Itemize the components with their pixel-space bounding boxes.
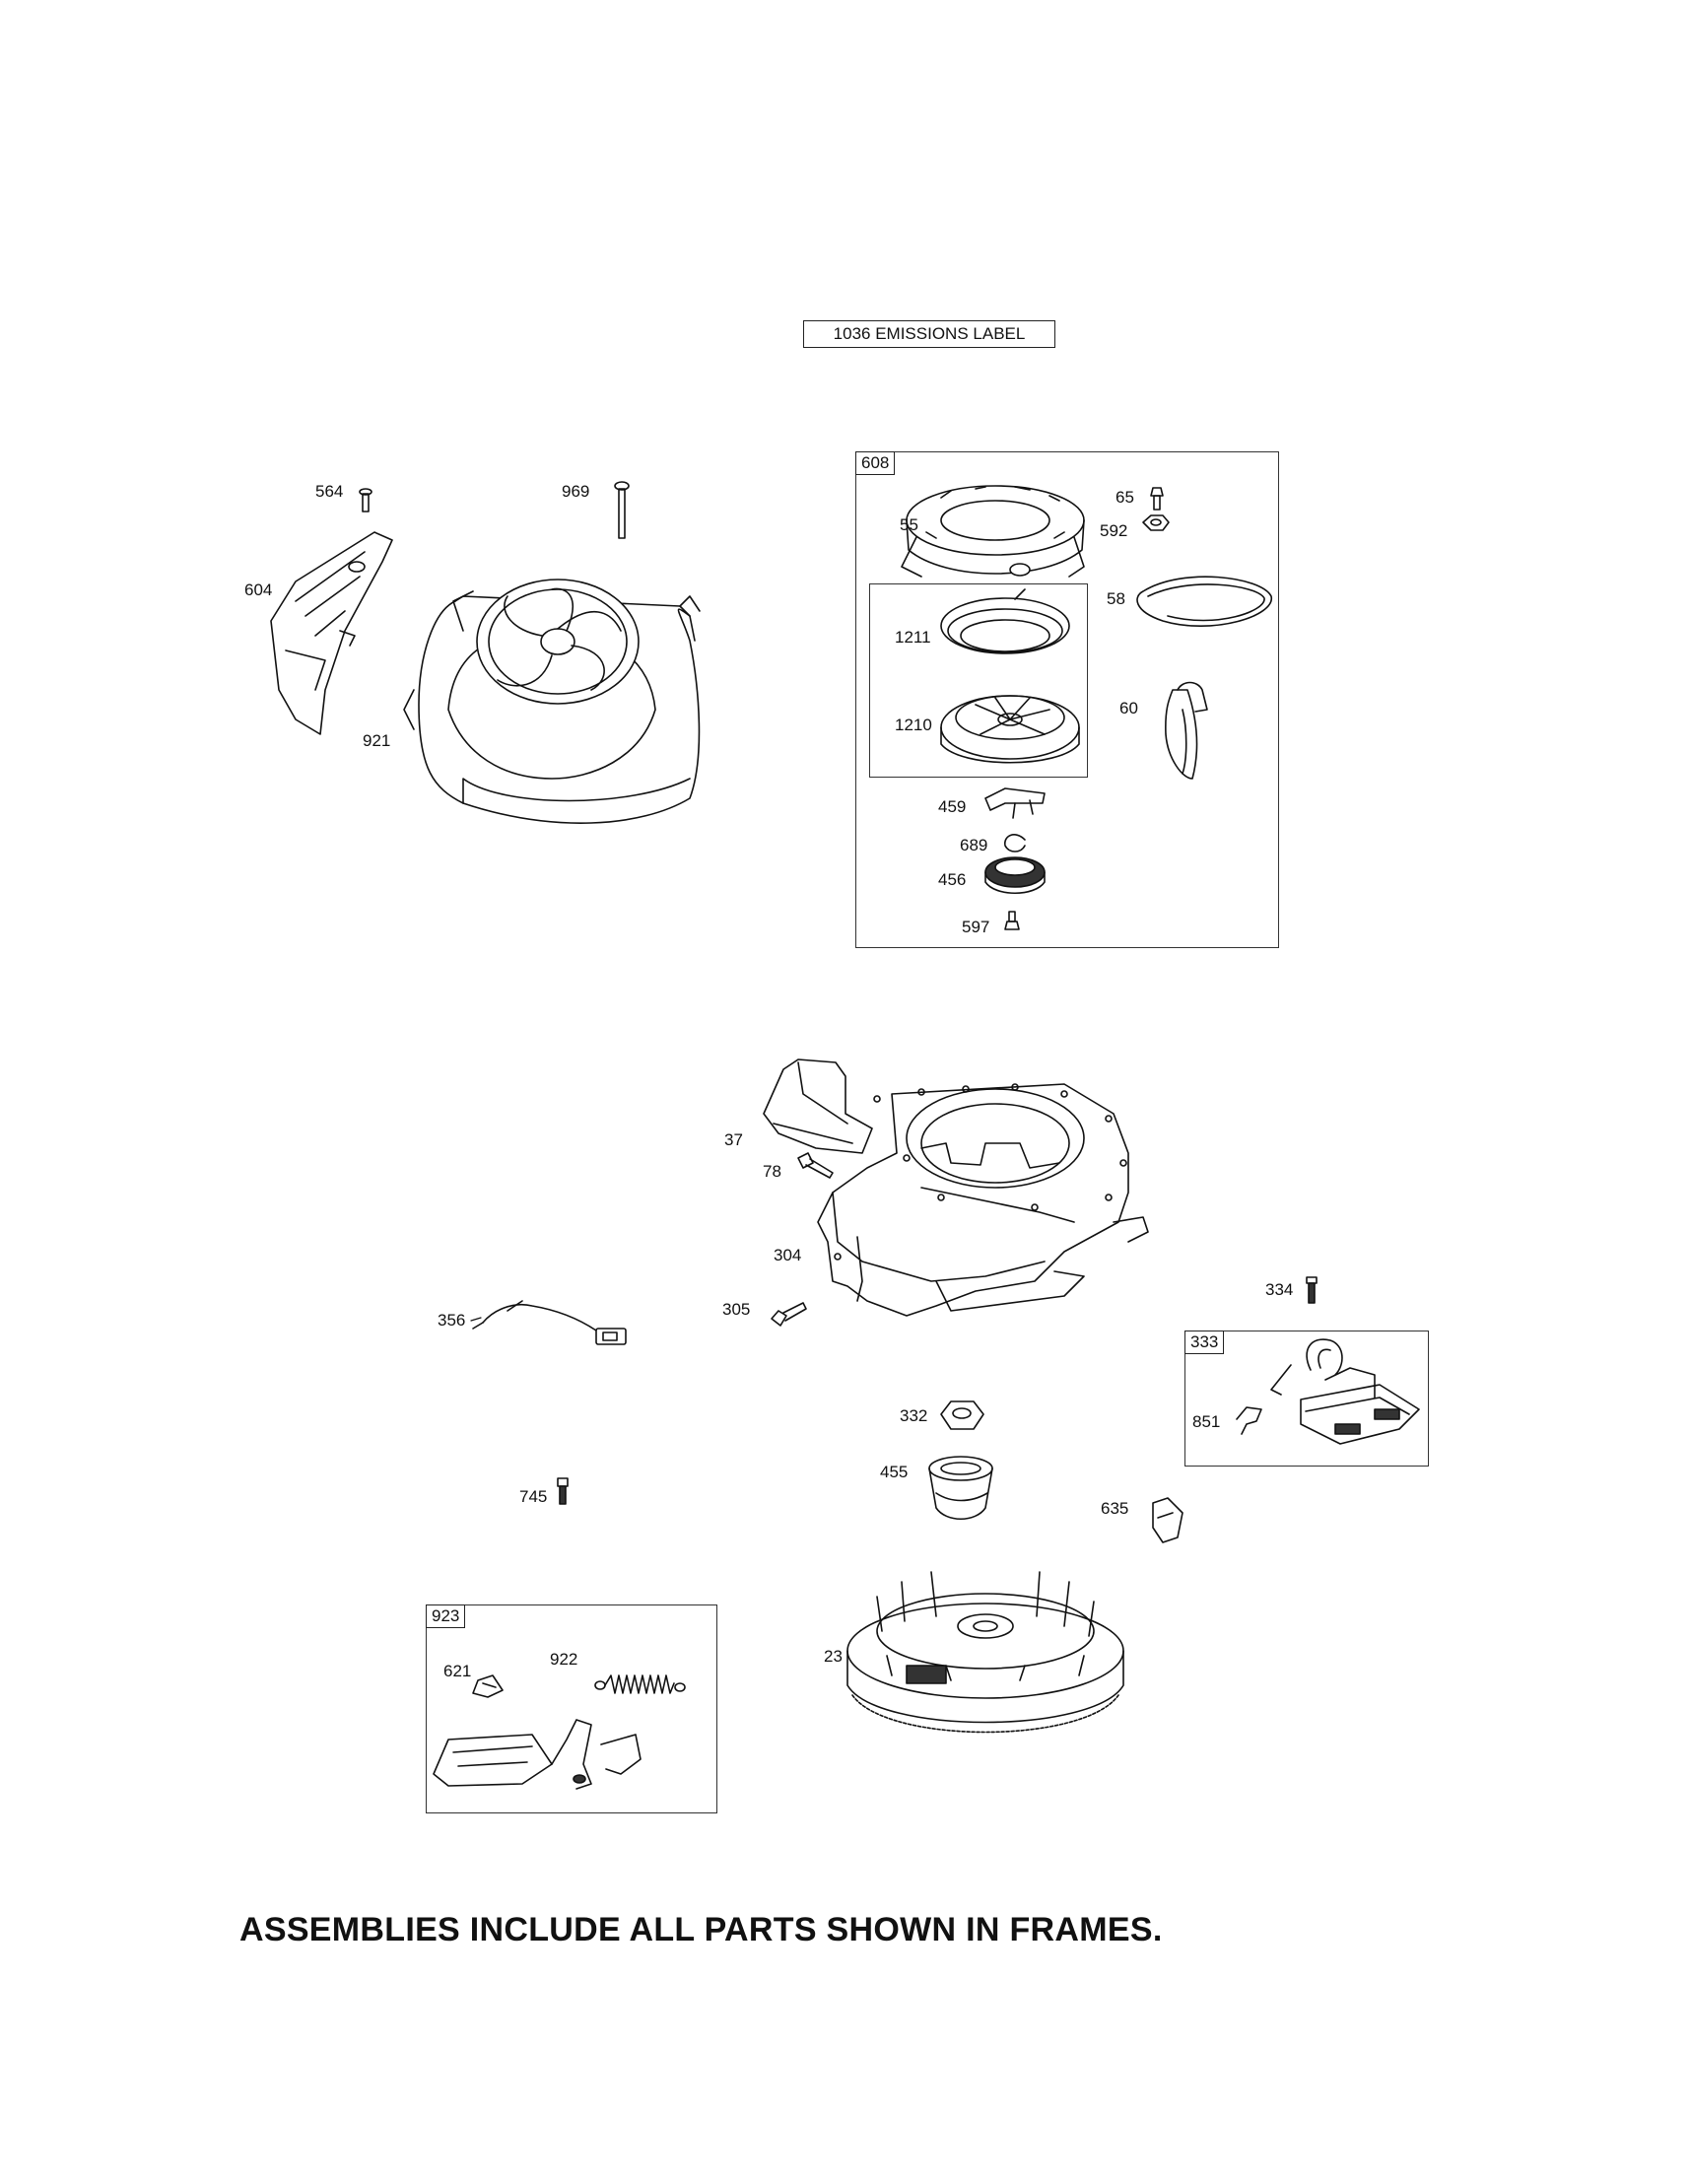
starter-assembly-frame: [855, 451, 1279, 948]
governor-linkage-drawing: [433, 1719, 642, 1790]
part-label-621: 621: [443, 1662, 472, 1680]
starter-assembly-frame-label: 608: [855, 451, 896, 475]
governor-spring-922-drawing: [594, 1674, 686, 1694]
governor-assembly-frame: [426, 1604, 717, 1813]
air-guide-604-drawing: [270, 531, 393, 735]
part-label-78: 78: [763, 1162, 781, 1181]
part-label-23: 23: [824, 1647, 843, 1666]
screw-564-drawing: [359, 488, 372, 512]
starter-rope-58-drawing: [1136, 576, 1272, 628]
spark-plug-boot-635-drawing: [1152, 1497, 1183, 1543]
pulley-1210-drawing: [940, 695, 1080, 764]
part-label-592: 592: [1100, 521, 1128, 540]
screw-969-drawing: [614, 481, 630, 539]
part-label-332: 332: [900, 1406, 928, 1425]
part-label-459: 459: [938, 797, 967, 816]
starter-handle-60-drawing: [1165, 681, 1208, 780]
rewind-spring-1211-drawing: [940, 588, 1070, 654]
part-label-745: 745: [519, 1487, 548, 1506]
screw-305-drawing: [771, 1302, 807, 1327]
flywheel-23-drawing: [846, 1571, 1124, 1734]
part-label-604: 604: [244, 580, 273, 599]
part-label-1210: 1210: [895, 716, 932, 734]
clip-851-drawing: [1236, 1406, 1262, 1435]
retainer-456-drawing: [984, 856, 1046, 894]
part-label-851: 851: [1192, 1412, 1221, 1431]
starter-cup-455-drawing: [928, 1456, 993, 1520]
screw-78-drawing: [797, 1152, 834, 1179]
part-label-597: 597: [962, 918, 990, 936]
part-label-455: 455: [880, 1463, 909, 1481]
armature-333-drawing: [1270, 1338, 1420, 1445]
screw-597-drawing: [1004, 911, 1020, 930]
part-label-456: 456: [938, 870, 967, 889]
blower-housing-304-drawing: [817, 1083, 1149, 1317]
part-label-65: 65: [1115, 488, 1134, 507]
part-label-37: 37: [724, 1130, 743, 1149]
starter-inner-frame: [869, 583, 1088, 778]
leader-lines: [470, 1317, 482, 1322]
part-label-58: 58: [1107, 589, 1125, 608]
link-621-drawing: [472, 1674, 504, 1698]
screw-334-drawing: [1306, 1276, 1318, 1304]
governor-assembly-frame-label: 923: [426, 1604, 466, 1628]
part-label-635: 635: [1101, 1499, 1129, 1518]
part-label-689: 689: [960, 836, 988, 854]
screw-745-drawing: [557, 1477, 569, 1505]
part-label-55: 55: [900, 515, 918, 534]
retainer-ring-689-drawing: [1004, 834, 1026, 853]
armature-assembly-frame: [1184, 1331, 1429, 1467]
part-label-564: 564: [315, 482, 344, 501]
part-label-305: 305: [722, 1300, 751, 1319]
part-label-969: 969: [562, 482, 590, 501]
pawl-459-drawing: [984, 787, 1046, 819]
part-label-922: 922: [550, 1650, 578, 1669]
screw-65-drawing: [1150, 487, 1164, 511]
emissions-label: 1036 EMISSIONS LABEL: [803, 320, 1055, 348]
ground-wire-356-drawing: [472, 1300, 627, 1345]
part-label-1211: 1211: [895, 628, 931, 647]
nut-592-drawing: [1142, 514, 1170, 531]
air-guide-37-drawing: [763, 1058, 873, 1154]
part-label-356: 356: [438, 1311, 466, 1330]
armature-assembly-frame-label: 333: [1184, 1331, 1225, 1354]
nut-332-drawing: [940, 1400, 984, 1430]
starter-housing-55-drawing: [901, 485, 1085, 578]
part-label-60: 60: [1119, 699, 1138, 717]
part-label-334: 334: [1265, 1280, 1294, 1299]
blower-housing-921-drawing: [403, 579, 701, 824]
part-label-921: 921: [363, 731, 391, 750]
part-label-304: 304: [774, 1246, 802, 1264]
assemblies-note: ASSEMBLIES INCLUDE ALL PARTS SHOWN IN FR…: [239, 1911, 1163, 1948]
